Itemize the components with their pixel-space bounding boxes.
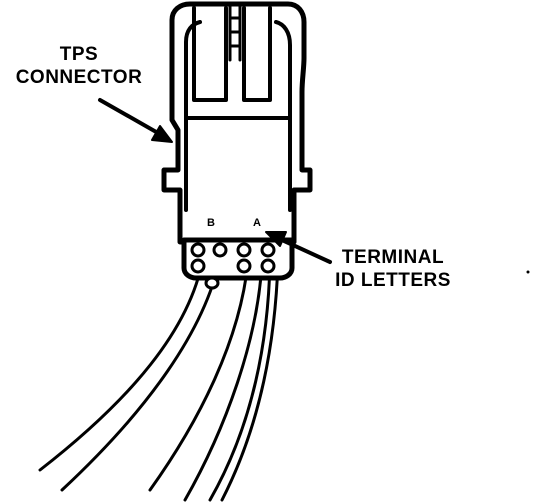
tps-connector-label: TPS CONNECTOR <box>4 45 154 87</box>
wire-harness <box>38 256 280 502</box>
terminal-cavity-1 <box>190 242 206 258</box>
connector-body <box>161 1 313 245</box>
terminal-letter-b: B <box>207 217 216 229</box>
terminal-id-letters-label-line1: TERMINAL <box>341 247 445 268</box>
terminal-letter-a: A <box>253 217 262 229</box>
speck <box>526 270 530 274</box>
connector-inner-right-wall <box>274 20 292 212</box>
locking-tab-left <box>192 6 228 102</box>
connector-arrowhead <box>151 125 173 143</box>
locking-tab-right <box>242 6 272 102</box>
terminal-end <box>181 237 295 290</box>
connector-inner-left-wall <box>184 20 202 212</box>
callout-arrows <box>98 98 332 264</box>
terminal-cavity-6 <box>236 258 252 274</box>
terminal-leader-line <box>280 238 332 264</box>
terminal-cavity-5 <box>260 242 276 258</box>
tps-connector-label-line2: CONNECTOR <box>15 67 143 88</box>
wire-right-4 <box>220 260 280 502</box>
terminal-cavity-2 <box>190 258 206 274</box>
locking-tab-center <box>228 4 242 62</box>
terminal-cavity-7 <box>260 258 276 274</box>
wire-right-3 <box>208 260 272 502</box>
wire-right-2 <box>183 260 264 502</box>
terminal-id-letters-label: TERMINAL ID LETTERS <box>318 248 468 290</box>
terminal-arrowhead <box>265 231 287 247</box>
terminal-housing <box>181 237 295 281</box>
terminal-cavity-3 <box>212 242 228 258</box>
tps-connector-label-line1: TPS <box>59 44 99 65</box>
wire-right-1 <box>148 260 250 492</box>
connector-leader-line <box>98 98 160 135</box>
wire-seal <box>204 276 220 290</box>
terminal-id-letters-label-line2: ID LETTERS <box>335 270 451 291</box>
terminal-cavity-4 <box>236 242 252 258</box>
wire-left-outer <box>38 256 205 472</box>
